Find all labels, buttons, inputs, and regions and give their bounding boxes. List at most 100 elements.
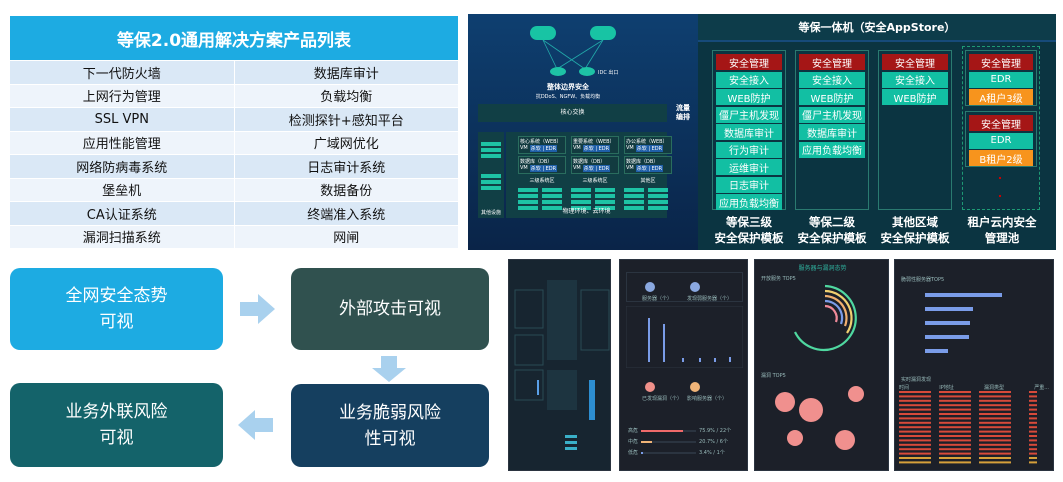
vuln-row-mark: [939, 448, 971, 451]
vuln-row-mark: [1029, 391, 1037, 393]
physical-label: 物理环境、云环境: [562, 208, 611, 215]
core-switch: 核心交换: [478, 104, 667, 122]
vuln-row-mark: [979, 443, 1011, 446]
boundary-label: 整体边界安全: [547, 83, 589, 91]
vuln-row-mark: [939, 391, 971, 393]
flow-box-situation: 全网安全态势 可视: [10, 268, 223, 350]
vuln-row-mark: [1029, 408, 1037, 411]
table-cell: 网闸: [333, 231, 360, 247]
vm-label: VM: [626, 165, 634, 171]
vuln-row-mark: [899, 404, 931, 407]
radial-chart: [794, 284, 857, 352]
vuln-row-mark: [1029, 404, 1037, 407]
tenant-item: EDR: [969, 71, 1033, 88]
vuln-row-mark: [939, 413, 971, 415]
vuln-icon: [645, 382, 655, 392]
link-lines: [542, 39, 604, 70]
table-cell: 堡垒机: [10, 178, 235, 201]
dashboard-1-graphics: [514, 280, 610, 450]
vuln-row-mark: [979, 435, 1011, 437]
template-label: 其他区域安全保护模板: [880, 215, 950, 245]
weak-server-top5-title: 脆弱性服务器TOP5: [901, 277, 945, 283]
module-item: 安全接入: [716, 71, 782, 88]
table-cell: 检测探针+感知平台: [288, 113, 404, 129]
vuln-row-mark: [939, 435, 971, 437]
module-item: 应用负载均衡: [716, 194, 782, 210]
tenant-item: 安全管理: [969, 54, 1033, 70]
module-item: 僵尸主机发现: [799, 106, 865, 123]
level-value: 3.4% / 1个: [699, 450, 725, 456]
module-item: 日志审计: [716, 176, 782, 193]
table-row: 堡垒机数据备份: [10, 177, 458, 201]
module-item: 运维审计: [716, 159, 782, 175]
vuln-row-mark: [979, 421, 1011, 424]
table-row: 网络防病毒系统 日志审计系统: [10, 154, 458, 178]
network-architecture-diagram: IDC 出口 整体边界安全 抗DDoS、NGFW、负载均衡 核心交换 流量编排 …: [468, 14, 698, 250]
weak-server-label: 发现弱服务器（个）: [687, 296, 733, 302]
table-cell: 上网行为管理: [10, 84, 235, 107]
module-item: 安全接入: [799, 71, 865, 88]
dashboard-thumbnail-1: [508, 259, 611, 471]
table-cell: 负载均衡: [320, 90, 373, 106]
vuln-row-mark: [979, 461, 1011, 464]
vuln-row-mark: [939, 426, 971, 429]
vuln-row-mark: [1029, 426, 1037, 429]
other-facilities: 其他设施: [478, 132, 504, 218]
table-cell: 漏洞扫描系统: [10, 225, 235, 248]
table-row: CA认证系统终端准入系统: [10, 201, 458, 225]
vuln-row-mark: [939, 430, 971, 433]
vuln-row-mark: [1029, 452, 1037, 455]
tenant-item: B租户2级: [969, 150, 1033, 166]
vuln-row-mark: [939, 452, 971, 455]
traffic-orchestration-label: 流量编排: [676, 104, 690, 121]
table-row: 下一代防火墙数据库审计: [10, 60, 458, 84]
server-rack-icon: [624, 186, 672, 212]
vuln-row-mark: [1029, 395, 1037, 398]
module-item: WEB防护: [882, 89, 948, 105]
vuln-row-mark: [939, 457, 971, 459]
level-bar: [641, 429, 697, 432]
table-cell: 日志审计系统: [307, 160, 386, 176]
vuln-row-mark: [979, 399, 1011, 402]
module-item: WEB防护: [799, 89, 865, 105]
module-item: 僵尸主机发现: [716, 106, 782, 123]
template-label: 等保三级安全保护模板: [714, 215, 784, 245]
zone-name: 三级系统区: [582, 178, 608, 184]
vuln-row-mark: [899, 439, 931, 442]
flow-box-external-attack: 外部攻击可视: [291, 268, 489, 350]
vm-title: 办公系统（WEB）: [626, 139, 668, 145]
level-value: 75.9% / 22个: [699, 428, 732, 434]
vuln-top5-title: 漏洞 TOP5: [761, 373, 786, 379]
tenant-item: EDR: [969, 132, 1033, 149]
server-rack-icon: [518, 186, 566, 212]
table-title: 等保2.0通用解决方案产品列表: [10, 16, 458, 60]
vuln-row-mark: [939, 439, 971, 442]
vuln-row-mark: [899, 395, 931, 398]
router-icon: [550, 67, 566, 76]
vuln-row-mark: [979, 404, 1011, 407]
vm-title: 核心系统（WEB）: [520, 139, 562, 145]
horizontal-bar-chart: [925, 293, 1002, 353]
flow-box-vulnerability: 业务脆弱风险 性可视: [291, 384, 489, 467]
vuln-row-mark: [899, 435, 931, 437]
agent-label: 杀软 | EDR: [529, 145, 558, 152]
vuln-row-mark: [939, 408, 971, 411]
vuln-row-mark: [1029, 461, 1037, 464]
vuln-row-mark: [939, 461, 971, 464]
affected-label: 影响服务器（个）: [687, 396, 728, 402]
weak-server-icon: [690, 282, 700, 292]
module-item: 数据库审计: [716, 124, 782, 140]
table-cell: 网络防病毒系统: [10, 155, 235, 178]
vuln-row-mark: [939, 417, 971, 420]
